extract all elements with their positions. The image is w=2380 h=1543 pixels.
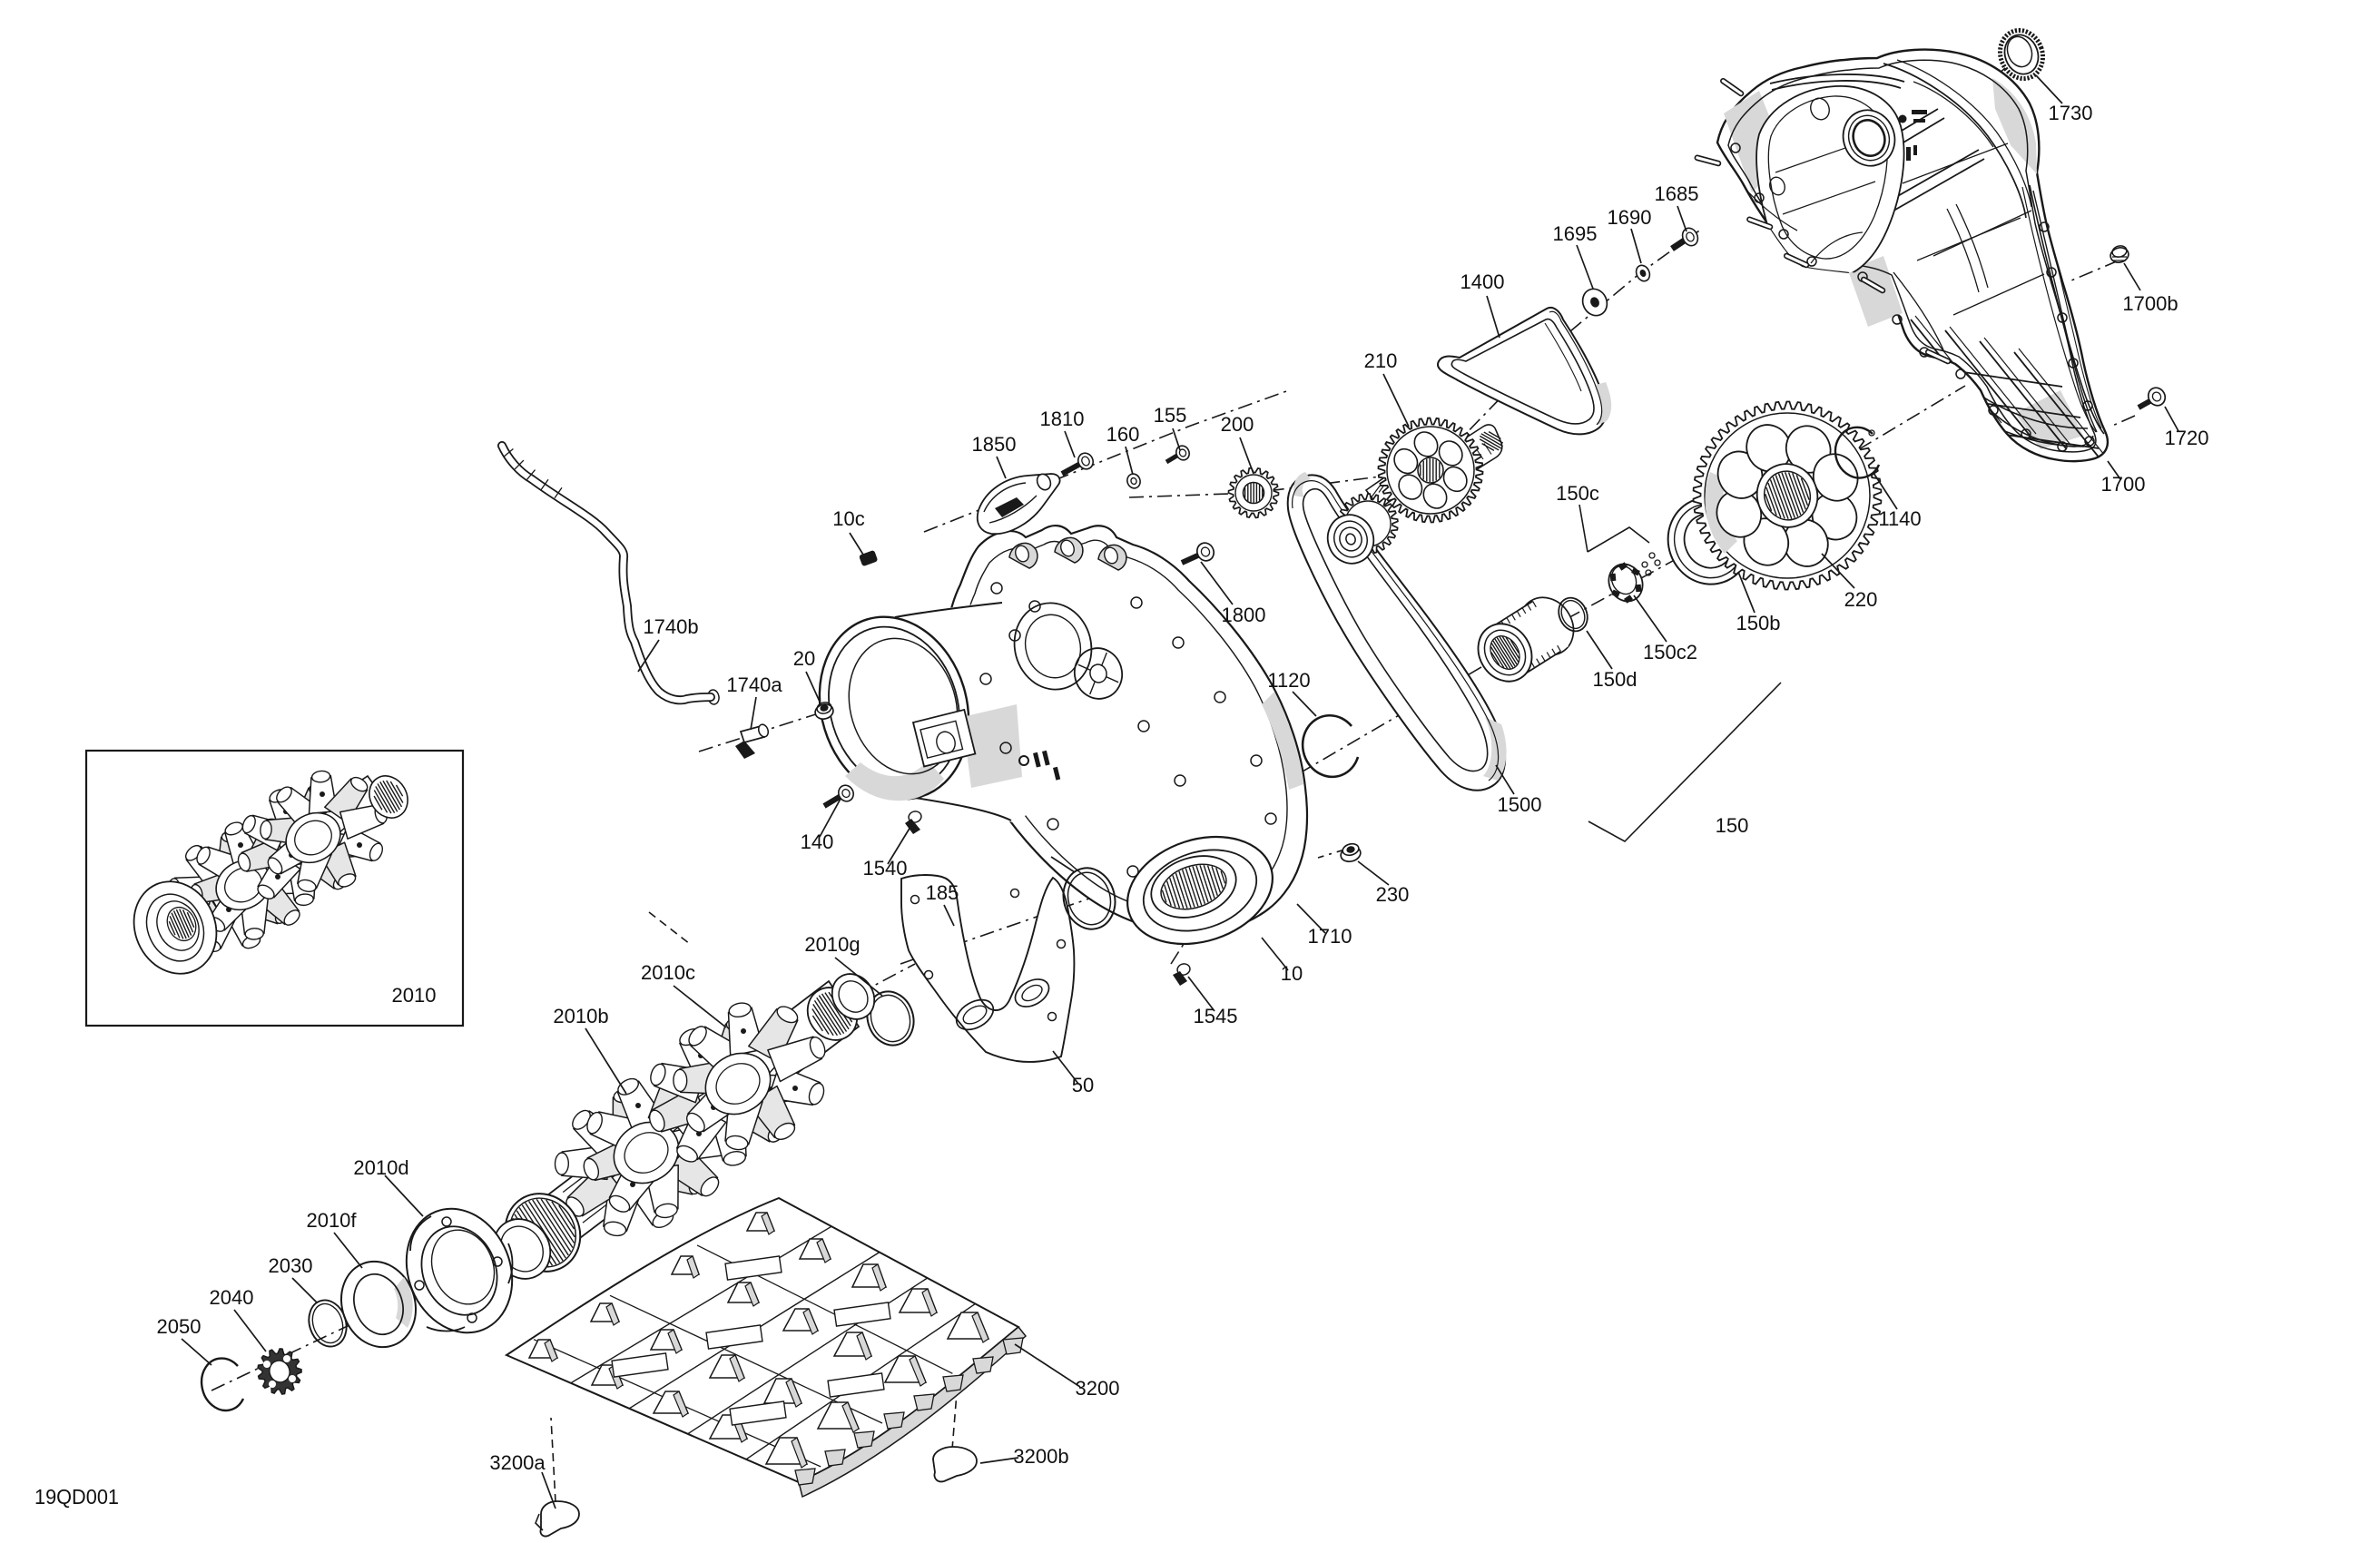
svg-text:1800: 1800 bbox=[1222, 604, 1266, 626]
svg-text:150: 150 bbox=[1716, 814, 1749, 837]
svg-text:1695: 1695 bbox=[1553, 222, 1598, 245]
svg-text:1740a: 1740a bbox=[726, 673, 782, 696]
svg-text:2010c: 2010c bbox=[641, 961, 695, 984]
svg-text:150c: 150c bbox=[1556, 482, 1599, 505]
svg-text:1850: 1850 bbox=[972, 433, 1017, 456]
svg-text:1545: 1545 bbox=[1194, 1005, 1238, 1027]
svg-text:140: 140 bbox=[801, 830, 834, 853]
svg-text:200: 200 bbox=[1221, 413, 1254, 436]
svg-text:220: 220 bbox=[1844, 588, 1878, 611]
svg-text:150b: 150b bbox=[1736, 612, 1781, 634]
svg-text:1710: 1710 bbox=[1308, 925, 1352, 948]
svg-text:10c: 10c bbox=[832, 507, 864, 530]
svg-text:1690: 1690 bbox=[1608, 206, 1652, 229]
svg-text:2010: 2010 bbox=[392, 984, 437, 1007]
svg-text:210: 210 bbox=[1364, 349, 1398, 372]
svg-text:1400: 1400 bbox=[1460, 270, 1505, 293]
svg-text:150c2: 150c2 bbox=[1643, 641, 1697, 663]
svg-text:2010g: 2010g bbox=[804, 933, 860, 956]
svg-text:1700b: 1700b bbox=[2122, 292, 2178, 315]
svg-text:1730: 1730 bbox=[2049, 102, 2093, 124]
svg-text:160: 160 bbox=[1106, 423, 1140, 446]
svg-text:1685: 1685 bbox=[1655, 182, 1699, 205]
svg-text:3200a: 3200a bbox=[489, 1451, 546, 1474]
svg-text:155: 155 bbox=[1154, 404, 1187, 427]
svg-text:185: 185 bbox=[926, 881, 959, 904]
svg-text:2010f: 2010f bbox=[306, 1209, 357, 1232]
svg-text:1140: 1140 bbox=[1878, 507, 1921, 530]
svg-text:150d: 150d bbox=[1593, 668, 1637, 691]
svg-text:2010d: 2010d bbox=[353, 1156, 408, 1179]
svg-text:1810: 1810 bbox=[1040, 408, 1085, 430]
svg-text:19QD001: 19QD001 bbox=[34, 1485, 119, 1509]
svg-text:230: 230 bbox=[1376, 883, 1410, 906]
svg-text:1120: 1120 bbox=[1267, 669, 1310, 692]
svg-text:2010b: 2010b bbox=[553, 1005, 608, 1027]
svg-text:3200: 3200 bbox=[1076, 1377, 1120, 1400]
svg-text:1720: 1720 bbox=[2165, 427, 2209, 449]
svg-text:1740b: 1740b bbox=[643, 615, 698, 638]
svg-text:3200b: 3200b bbox=[1013, 1445, 1068, 1468]
svg-text:20: 20 bbox=[793, 647, 815, 670]
svg-text:10: 10 bbox=[1281, 962, 1303, 985]
svg-text:2040: 2040 bbox=[210, 1286, 254, 1309]
svg-text:1700: 1700 bbox=[2101, 473, 2146, 496]
svg-text:50: 50 bbox=[1072, 1074, 1094, 1096]
svg-text:1500: 1500 bbox=[1498, 793, 1542, 816]
svg-text:2050: 2050 bbox=[157, 1315, 202, 1338]
svg-text:2030: 2030 bbox=[269, 1254, 313, 1277]
svg-text:1540: 1540 bbox=[863, 857, 908, 880]
